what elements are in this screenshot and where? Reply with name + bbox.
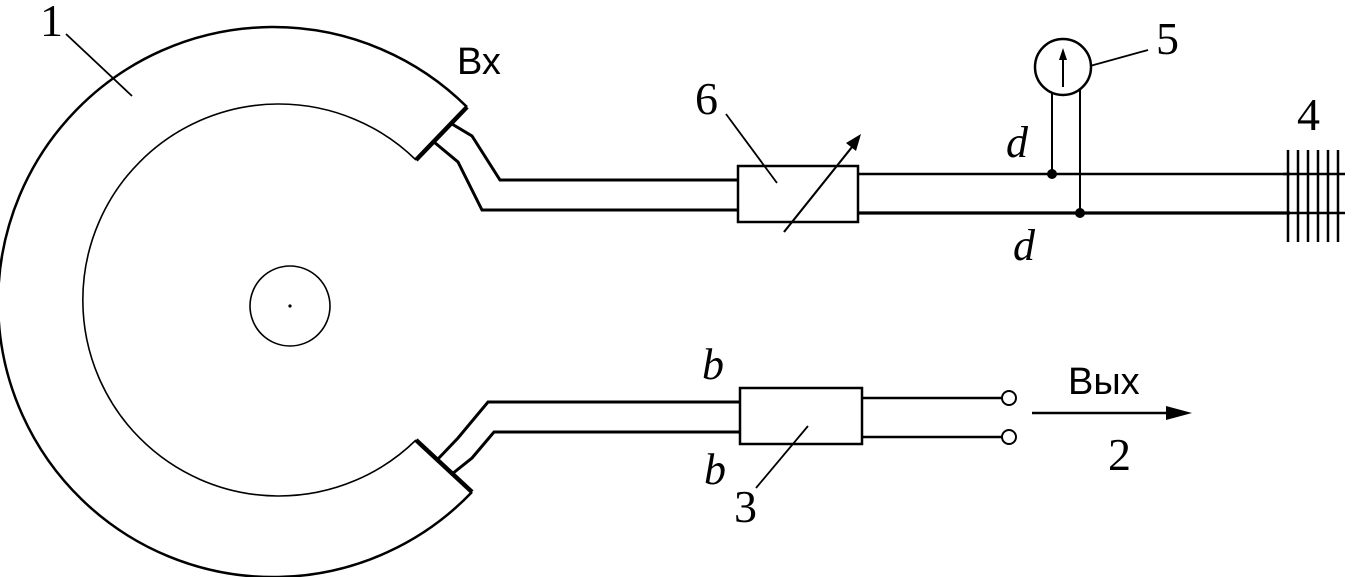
label-d-lower: d: [1013, 221, 1036, 270]
leader-line-5: [1089, 49, 1149, 67]
leader-line-6: [725, 113, 778, 184]
tap-point-upper: [1047, 169, 1057, 179]
output-terminal-upper: [1001, 390, 1017, 406]
load-line: [858, 172, 1290, 215]
label-4: 4: [1297, 89, 1320, 140]
label-d-upper: d: [1006, 118, 1029, 167]
ring-input-port-face: [414, 105, 469, 162]
output-device-box: [738, 386, 864, 446]
meter-needle-arrowhead: [1059, 48, 1067, 60]
label-2: 2: [1108, 429, 1131, 480]
output-terminal-lower: [1001, 429, 1017, 445]
center-disc: [249, 265, 331, 347]
tap-point-lower: [1075, 208, 1085, 218]
meter-dial: [1033, 37, 1093, 97]
label-input: Вх: [457, 41, 501, 83]
label-output: Вых: [1068, 361, 1140, 403]
label-b-upper: b: [702, 340, 724, 389]
output-arrow-head: [1166, 406, 1192, 420]
output-line-upper-conductor: [435, 400, 740, 462]
leader-lines: [65, 33, 1149, 489]
attenuator-box: [736, 164, 860, 224]
ring-output-port-face: [414, 438, 474, 494]
leader-line-1: [65, 33, 133, 97]
input-line-upper-conductor: [451, 122, 738, 182]
termination-load: [1283, 150, 1345, 242]
output-line-lower-conductor: [451, 430, 740, 476]
ring-inner-arc: [82, 103, 417, 497]
center-dot: [288, 304, 292, 308]
input-line-lower-conductor: [433, 140, 738, 212]
indicator-meter: [1033, 37, 1093, 218]
variable-attenuator: [736, 134, 861, 233]
label-6: 6: [695, 73, 718, 124]
label-5: 5: [1156, 13, 1179, 64]
attenuator-arrow-shaft: [783, 141, 857, 233]
leader-line-3: [755, 425, 809, 489]
output-arrow: [1032, 406, 1192, 420]
label-1: 1: [40, 0, 63, 46]
attenuator-arrowhead: [846, 134, 861, 151]
output-line: [435, 400, 740, 476]
label-b-lower: b: [704, 445, 726, 494]
label-3: 3: [734, 481, 757, 532]
input-line: [433, 122, 738, 212]
ring-outer-arc: [0, 25, 473, 577]
ring-resonator: [0, 25, 474, 577]
output-device: [738, 386, 1017, 446]
